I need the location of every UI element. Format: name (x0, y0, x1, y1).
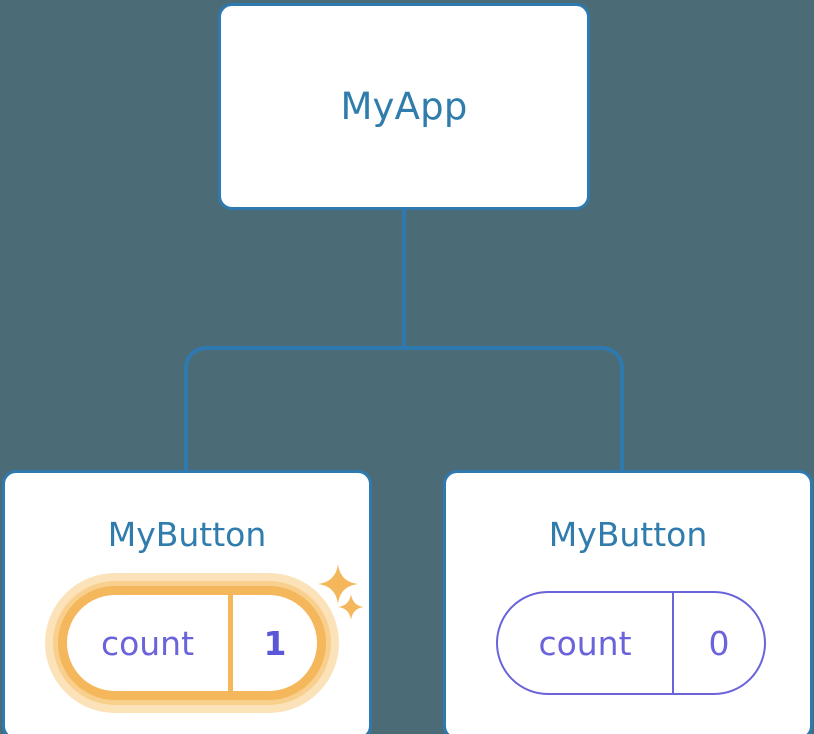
node-myapp[interactable]: MyApp (218, 3, 590, 210)
state-pill-right[interactable]: count 0 (496, 591, 766, 695)
node-mybutton-left-title: MyButton (107, 515, 267, 554)
state-pill-right-value: 0 (708, 623, 730, 663)
state-pill-right-label: count (498, 593, 674, 693)
state-pill-left-body[interactable]: count 1 (58, 586, 326, 700)
sparkle-icon-large (318, 564, 358, 604)
sparkle-icon-small (338, 594, 364, 620)
node-mybutton-right[interactable]: MyButton count 0 (443, 470, 813, 734)
state-pill-left-value: 1 (263, 623, 287, 663)
node-mybutton-right-title: MyButton (548, 515, 708, 554)
state-pill-left-label: count (67, 595, 233, 691)
connector-branch-bar (184, 346, 624, 470)
node-myapp-title: MyApp (340, 85, 468, 128)
state-pill-right-body[interactable]: count 0 (496, 591, 766, 695)
node-mybutton-left[interactable]: MyButton count 1 (2, 470, 372, 734)
